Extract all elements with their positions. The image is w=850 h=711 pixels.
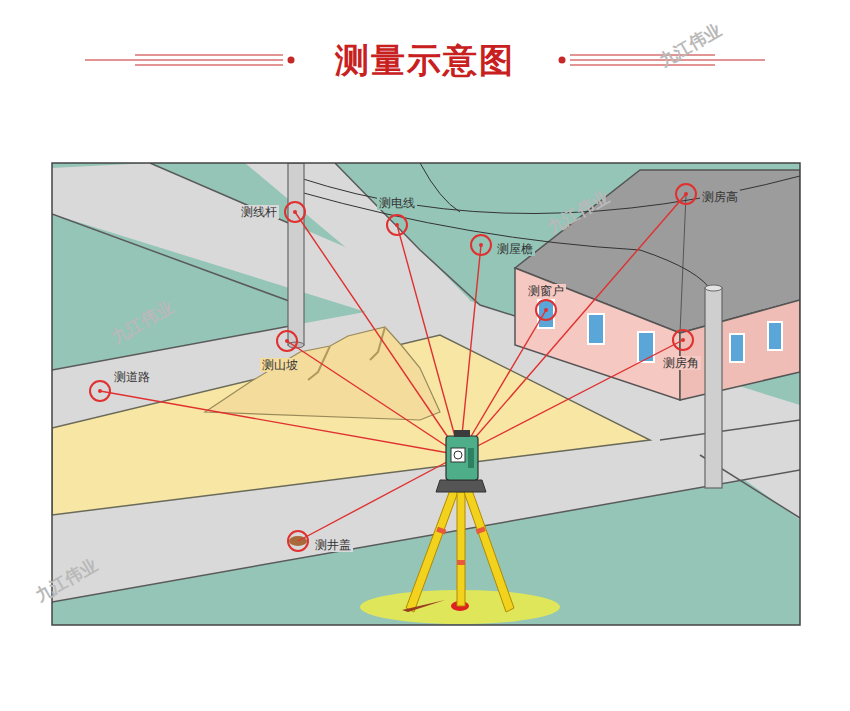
- callout-label: 测房角: [661, 356, 701, 370]
- target-dot: [544, 308, 548, 312]
- total-station: [436, 526, 486, 565]
- house: [768, 322, 782, 350]
- total-station: [457, 492, 465, 606]
- target-marker: [90, 381, 110, 401]
- total-station: [402, 600, 445, 612]
- watermark: 九江伟业: [656, 19, 725, 70]
- sight-line: [100, 391, 460, 455]
- road-edge: [52, 326, 290, 370]
- total-station: [468, 448, 474, 468]
- target-marker: [285, 202, 305, 222]
- title-ornament: [85, 59, 283, 60]
- house: [730, 334, 744, 362]
- road-edge: [52, 214, 300, 305]
- road-edge: [150, 163, 300, 228]
- house: [680, 300, 800, 400]
- title-ornament: [135, 65, 283, 66]
- total-station: [406, 490, 458, 612]
- power-wire: [300, 176, 800, 214]
- power-wire: [420, 163, 460, 212]
- target-dot: [479, 243, 483, 247]
- sight-line: [460, 340, 683, 455]
- title-ornament: [570, 65, 715, 66]
- total-station: [451, 448, 465, 462]
- utility-pole: [288, 163, 722, 488]
- sight-line: [460, 194, 686, 455]
- title: 测量示意图: [335, 40, 515, 80]
- target-marker: [90, 184, 696, 551]
- target-marker: [277, 331, 297, 351]
- target-dot: [395, 223, 399, 227]
- target-marker: [471, 235, 491, 255]
- sight-line: [287, 341, 460, 455]
- target-marker: [676, 184, 696, 204]
- utility-pole: [705, 285, 722, 291]
- utility-pole: [288, 163, 304, 345]
- target-marker: [288, 531, 308, 551]
- title-ornament: [559, 57, 566, 64]
- road-edge: [335, 163, 515, 316]
- callout-label: 测山坡: [260, 358, 300, 372]
- target-dot: [98, 389, 102, 393]
- power-wire: [300, 192, 712, 292]
- total-station: [454, 451, 462, 459]
- total-station: [457, 560, 465, 565]
- total-station: [406, 490, 514, 612]
- frame: [52, 163, 800, 625]
- target-marker: [536, 300, 556, 320]
- callout-label: 测屋檐: [495, 242, 535, 256]
- target-marker: [673, 330, 693, 350]
- ground: [52, 163, 800, 625]
- callout-label: 测窗户: [526, 284, 566, 298]
- target-dot: [681, 338, 685, 342]
- callout-label: 测井盖: [313, 538, 353, 552]
- title-ornament: [288, 57, 295, 64]
- total-station: [446, 436, 478, 480]
- house: [638, 332, 654, 362]
- sight-line: [460, 245, 481, 455]
- callout-label: 测房高: [700, 190, 740, 204]
- power-wire: [300, 163, 800, 292]
- callout-label: 测电线: [377, 196, 417, 210]
- hill: [308, 346, 330, 380]
- house: [515, 268, 680, 400]
- target-dot: [98, 192, 688, 393]
- utility-pole: [705, 288, 722, 488]
- total-station: [436, 527, 446, 535]
- sight-line: [295, 212, 460, 455]
- road-edge: [52, 163, 800, 602]
- road-edge: [660, 420, 800, 440]
- callout-label: 测线杆: [239, 205, 279, 219]
- road: [52, 163, 800, 602]
- hill: [370, 327, 385, 360]
- house: [680, 195, 686, 333]
- title-ornament: [135, 55, 283, 56]
- callout-label: 测道路: [112, 370, 152, 384]
- road: [52, 300, 470, 428]
- target-dot: [293, 210, 297, 214]
- sight-line: [100, 194, 686, 541]
- total-station: [454, 430, 470, 437]
- house: [538, 300, 554, 328]
- total-station: [360, 430, 560, 624]
- total-station: [476, 526, 486, 534]
- target-dot: [285, 339, 289, 343]
- scene: [52, 163, 800, 625]
- house: [588, 314, 604, 344]
- target-dot: [684, 192, 688, 196]
- total-station: [436, 480, 486, 492]
- target-marker: [387, 215, 407, 235]
- total-station: [464, 490, 514, 612]
